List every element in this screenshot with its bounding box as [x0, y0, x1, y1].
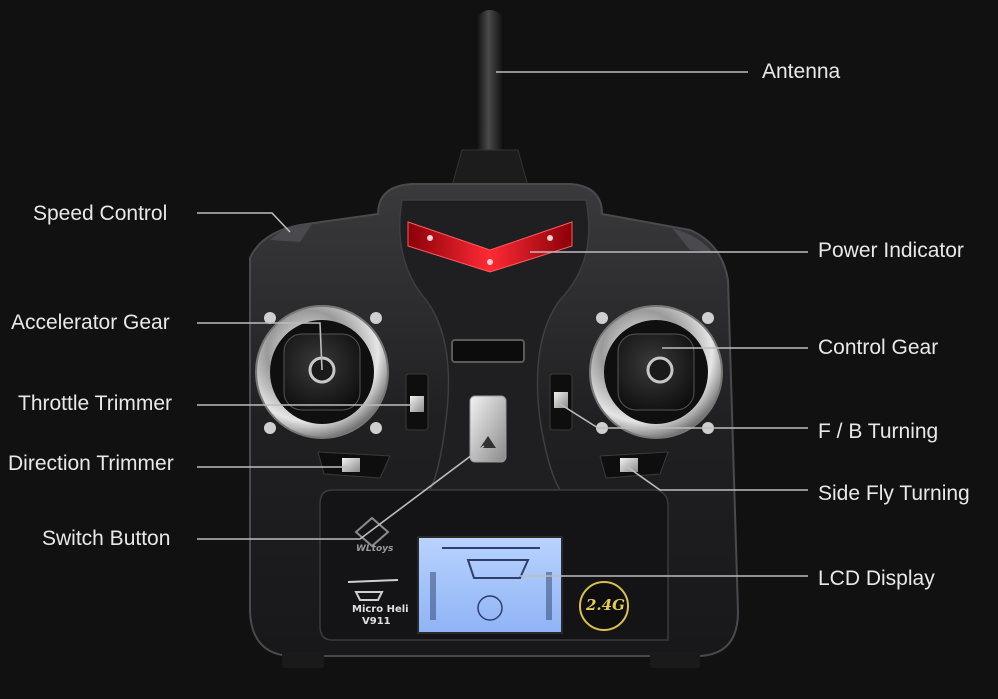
leader-speed-control [197, 212, 291, 233]
center-slot [451, 339, 525, 363]
leader-lines [197, 71, 808, 577]
label-side-fly-turning: Side Fly Turning [818, 482, 970, 505]
model-name-text: Micro Heli [352, 604, 409, 615]
antenna [451, 10, 529, 187]
label-lcd-display: LCD Display [818, 567, 935, 590]
fb-turning-trimmer[interactable] [549, 373, 573, 431]
band-badge-text: 2.4G [586, 596, 625, 614]
label-speed-control: Speed Control [33, 202, 168, 225]
brand-text: WLtoys [356, 544, 394, 554]
brand-logo [354, 516, 390, 548]
leader-accelerator-gear [197, 322, 323, 371]
label-direction-trimmer: Direction Trimmer [8, 452, 174, 475]
label-fb-turning: F / B Turning [818, 420, 939, 443]
label-power-indicator: Power Indicator [818, 239, 964, 262]
side-fly-turning-trimmer[interactable] [599, 451, 669, 479]
leader-fb-turning [559, 403, 808, 429]
leader-side-fly-turning [625, 465, 808, 491]
model-number-text: V911 [362, 616, 391, 627]
leader-switch-button [197, 445, 485, 540]
label-throttle-trimmer: Throttle Trimmer [18, 392, 173, 415]
helicopter-icon [347, 579, 399, 601]
label-antenna: Antenna [762, 60, 841, 83]
label-switch-button: Switch Button [42, 527, 171, 550]
lcd-screen [417, 536, 563, 634]
control-gear-stick[interactable] [589, 305, 723, 439]
label-accelerator-gear: Accelerator Gear [11, 311, 170, 334]
direction-trimmer[interactable] [317, 451, 391, 479]
label-control-gear: Control Gear [818, 336, 939, 359]
switch-button[interactable] [469, 395, 507, 463]
throttle-trimmer[interactable] [405, 373, 429, 431]
band-badge [579, 581, 629, 631]
accelerator-gear-stick[interactable] [255, 305, 389, 439]
